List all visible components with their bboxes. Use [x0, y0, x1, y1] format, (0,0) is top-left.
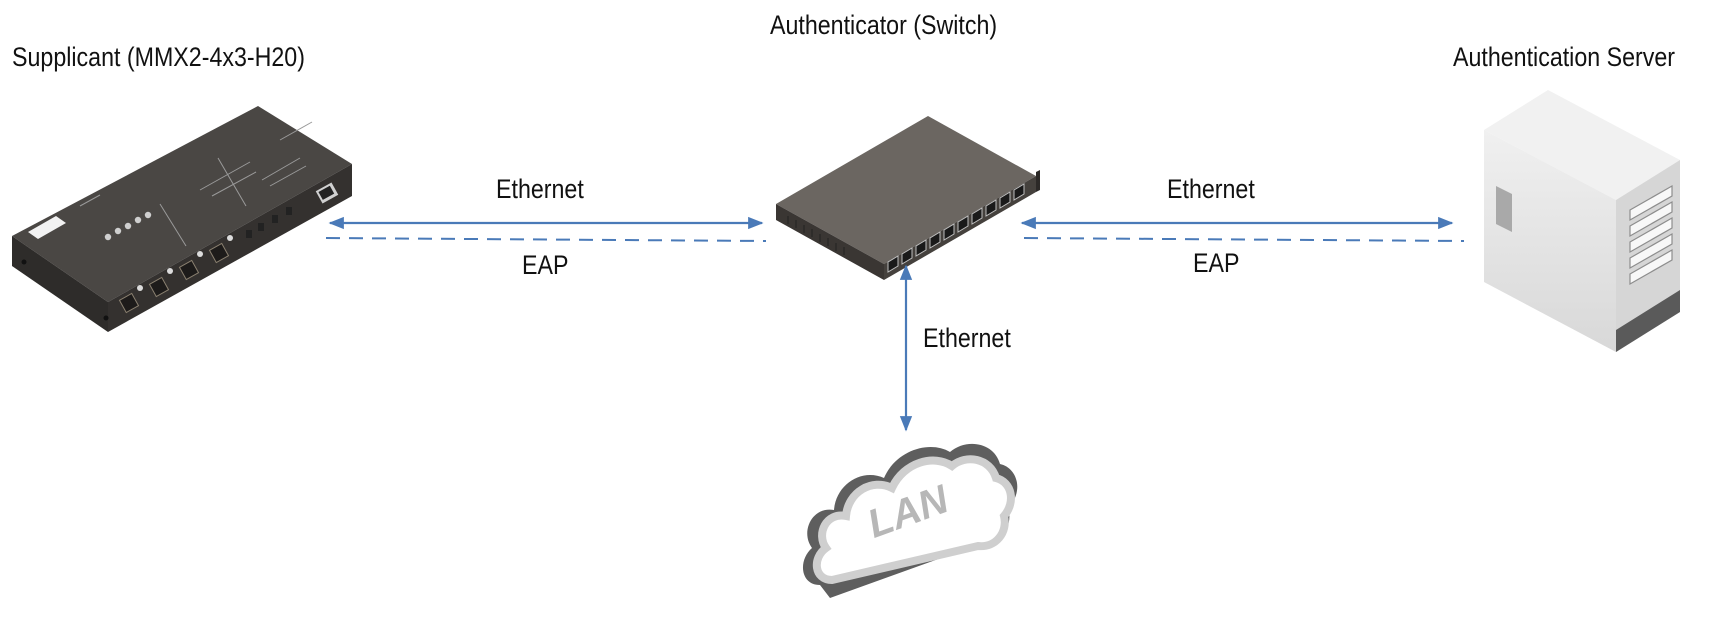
- authenticator-title: Authenticator (Switch): [770, 10, 998, 40]
- lan-cloud: LAN: [802, 443, 1018, 598]
- right-eap-label: EAP: [1193, 248, 1240, 278]
- left-ethernet-label: Ethernet: [496, 174, 584, 204]
- supplicant-title: Supplicant (MMX2-4x3-H20): [12, 42, 305, 72]
- switch-device: [776, 116, 1040, 280]
- server-title: Authentication Server: [1453, 42, 1676, 72]
- link-switch-server: [1020, 216, 1465, 242]
- left-eap-label: EAP: [522, 250, 569, 280]
- down-ethernet-label: Ethernet: [923, 323, 1011, 353]
- link-supplicant-switch: [325, 216, 767, 242]
- supplicant-device: [12, 106, 352, 332]
- right-ethernet-label: Ethernet: [1167, 174, 1255, 204]
- server-device: [1484, 90, 1680, 352]
